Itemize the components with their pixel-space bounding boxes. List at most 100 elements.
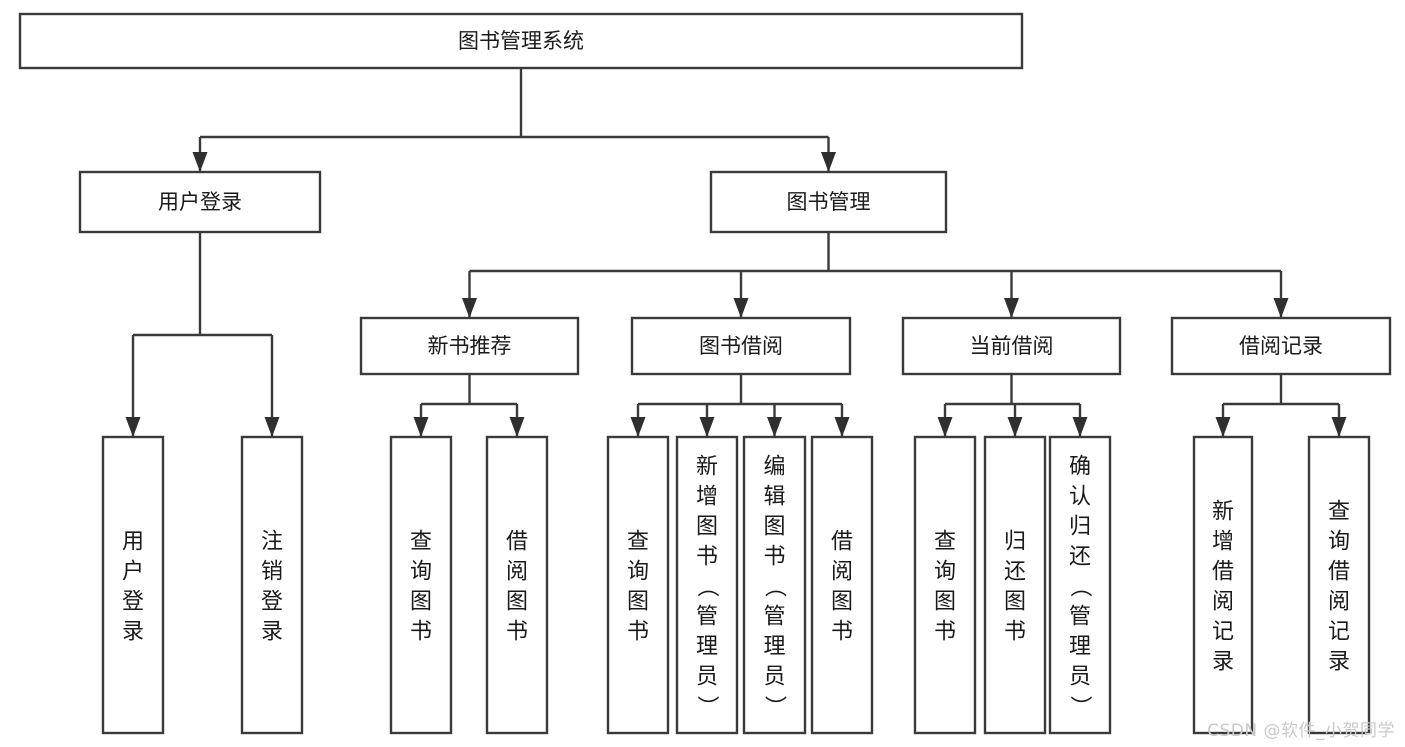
arrow-head-icon — [733, 298, 749, 318]
node-box-book-manage — [709, 170, 948, 234]
node-label-char: 管 — [763, 604, 785, 629]
node-label-char: 增 — [1212, 529, 1234, 554]
node-label-char: 查 — [934, 529, 956, 554]
node-label-char: 增 — [696, 484, 718, 509]
arrow-head-icon — [821, 152, 836, 172]
node-root[interactable]: 图书管理系统 — [18, 12, 1024, 70]
node-label-char: 注 — [261, 529, 283, 554]
node-box-br-query-record — [1307, 435, 1371, 735]
node-label-char: ） — [1067, 695, 1092, 717]
node-new-book-recommend[interactable]: 新书推荐 — [359, 316, 580, 376]
node-label-char: （ — [1067, 575, 1092, 597]
node-label-char: 书 — [410, 619, 432, 644]
node-user-login[interactable]: 用户登录 — [78, 170, 322, 234]
node-label-char: 编 — [763, 454, 785, 479]
node-box-user-login-do — [101, 435, 165, 735]
node-label-char: 图 — [831, 589, 853, 614]
node-label-char: 新 — [696, 454, 718, 479]
node-label-char: 录 — [261, 619, 283, 644]
node-box-bb-borrow-book — [810, 435, 874, 735]
node-label-char: 查 — [410, 529, 432, 554]
node-label-char: 员 — [1069, 664, 1091, 689]
node-label-char: 确 — [1069, 454, 1091, 479]
arrow-head-icon — [1331, 417, 1347, 437]
node-label-char: 记 — [1328, 619, 1350, 644]
node-label-char: 员 — [696, 664, 718, 689]
node-label-char: 图 — [696, 514, 718, 539]
node-label-char: 还 — [1069, 544, 1091, 569]
arrow-head-icon — [1072, 417, 1088, 437]
arrow-head-icon — [1007, 417, 1023, 437]
node-label-char: 图 — [627, 589, 649, 614]
node-borrow-record[interactable]: 借阅记录 — [1170, 316, 1392, 376]
node-box-bb-query-book — [606, 435, 670, 735]
node-label-char: （ — [694, 575, 719, 597]
node-label-char: 图 — [410, 589, 432, 614]
arrow-head-icon — [192, 152, 208, 172]
arrow-head-icon — [767, 417, 782, 437]
node-current-borrow[interactable]: 当前借阅 — [901, 316, 1122, 376]
node-label-char: 理 — [763, 634, 785, 659]
node-label-char: 书 — [506, 619, 528, 644]
node-label-char: 管 — [1069, 604, 1091, 629]
node-label-char: 辑 — [763, 484, 785, 509]
node-label-char: 书 — [831, 619, 853, 644]
node-label-char: 图 — [1004, 589, 1026, 614]
node-label-char: 阅 — [831, 559, 853, 584]
node-label-char: 借 — [506, 529, 528, 554]
node-user-login-do[interactable]: 用户登录 — [101, 435, 165, 735]
node-box-br-add-record — [1192, 435, 1254, 735]
node-label-char: 员 — [763, 664, 785, 689]
node-book-manage[interactable]: 图书管理 — [709, 170, 948, 234]
node-label-user-login: 用户登录 — [158, 190, 242, 214]
node-label-char: 登 — [122, 589, 144, 614]
node-label-char: 询 — [1328, 529, 1350, 554]
node-label-char: 图 — [934, 589, 956, 614]
watermark: CSDN @软件_小贺同学 — [1207, 721, 1395, 741]
node-label-char: 询 — [627, 559, 649, 584]
node-label-new-book-recommend: 新书推荐 — [428, 334, 512, 358]
node-label-char: 理 — [696, 634, 718, 659]
node-box-book-borrow — [630, 316, 852, 376]
node-label-char: 记 — [1212, 619, 1234, 644]
node-label-char: 录 — [1328, 649, 1350, 674]
node-label-char: 书 — [1004, 619, 1026, 644]
node-label-book-borrow: 图书借阅 — [699, 334, 783, 358]
node-box-new-book-recommend — [359, 316, 580, 376]
node-label-char: 阅 — [1328, 589, 1350, 614]
node-box-root — [18, 12, 1024, 70]
arrow-head-icon — [937, 417, 953, 437]
arrow-head-icon — [1004, 298, 1019, 318]
node-box-cb-confirm-return — [1048, 435, 1112, 735]
node-label-char: 阅 — [1212, 589, 1234, 614]
node-label-char: （ — [762, 575, 787, 597]
node-label-char: 询 — [410, 559, 432, 584]
node-box-current-borrow — [901, 316, 1122, 376]
node-book-borrow[interactable]: 图书借阅 — [630, 316, 852, 376]
node-label-char: 查 — [1328, 499, 1350, 524]
node-label-char: 书 — [627, 619, 649, 644]
node-label-char: 借 — [1328, 559, 1350, 584]
node-label-char: 理 — [1069, 634, 1091, 659]
node-box-cb-return-book — [983, 435, 1047, 735]
node-label-char: 借 — [831, 529, 853, 554]
node-label-char: 图 — [763, 514, 785, 539]
node-label-char: 书 — [696, 544, 718, 569]
node-label-char: 还 — [1004, 559, 1026, 584]
node-label-char: 管 — [696, 604, 718, 629]
arrow-head-icon — [125, 417, 141, 437]
node-box-nb-query-book — [389, 435, 453, 735]
